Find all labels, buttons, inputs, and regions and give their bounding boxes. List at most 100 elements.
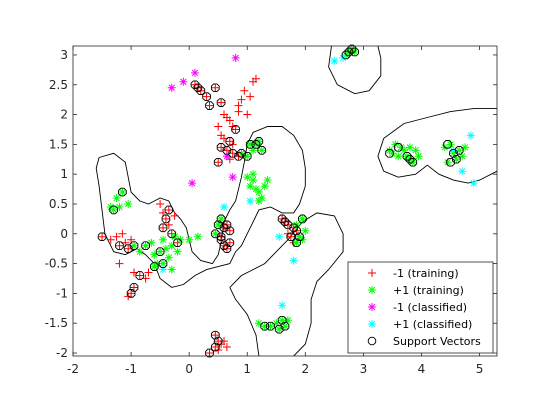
series-0-point-47 [156, 199, 165, 208]
series-1-point-56 [260, 322, 269, 331]
series-2-point-0 [167, 83, 176, 92]
series-0-point-31 [98, 232, 107, 241]
series-4-point-29 [216, 143, 226, 152]
series-1-point-2 [118, 188, 127, 197]
series-3-point-3 [278, 301, 287, 310]
series-3-point-6 [330, 56, 339, 65]
axes-box [72, 45, 498, 357]
decision-boundary-curve-4 [377, 108, 497, 184]
y-tick-label-10: 3 [60, 48, 68, 62]
series-3-point-4 [275, 232, 284, 241]
series-4-point-8 [129, 241, 139, 251]
series-1-point-5 [109, 205, 118, 214]
series-4-point-5 [135, 271, 145, 280]
series-4-point-26 [228, 148, 238, 158]
series-1-point-68 [405, 143, 414, 152]
series-1-point-29 [243, 152, 252, 161]
series-0-point-51 [159, 223, 168, 232]
series-2-point-3 [231, 53, 240, 62]
y-tick-label-2: -1 [56, 286, 68, 300]
y-tick-label-4: 0 [60, 227, 68, 241]
legend-marker-3 [368, 320, 376, 328]
series-4-point-9 [141, 241, 150, 251]
series-0-point-27 [237, 95, 246, 104]
series-3-point-11 [449, 146, 458, 155]
series-1-point-46 [295, 232, 304, 241]
series-3-point-8 [466, 131, 475, 140]
series-0-point-34 [115, 241, 124, 250]
series-4-point-34 [251, 140, 261, 149]
series-1-point-10 [150, 250, 159, 259]
series-1-point-67 [394, 152, 403, 161]
series-1-point-24 [193, 232, 202, 241]
series-4-point-4 [129, 283, 139, 292]
series-1-point-19 [161, 244, 170, 253]
series-4-point-24 [216, 98, 226, 107]
series-1-point-58 [254, 319, 263, 328]
series-1-point-55 [283, 316, 292, 325]
series-4-point-30 [231, 125, 240, 134]
series-4 [97, 44, 464, 358]
series-3-point-2 [246, 197, 255, 205]
series-4-point-39 [219, 223, 229, 233]
series-0-point-59 [225, 226, 234, 235]
series-4-point-21 [202, 92, 211, 102]
series-1-point-7 [135, 247, 144, 256]
series-0-point-77 [222, 343, 231, 352]
series-2-point-1 [179, 77, 188, 86]
series-4-point-70 [341, 50, 351, 60]
series-4-point-51 [283, 220, 293, 230]
series-4-point-35 [257, 145, 267, 155]
series-0-point-43 [144, 268, 153, 277]
series-0-point-9 [225, 116, 234, 125]
series-0-point-37 [127, 235, 136, 244]
series-4-point-80 [446, 157, 455, 167]
series-0-point-30 [234, 101, 243, 110]
series-4-point-65 [210, 342, 220, 352]
y-tick-label-6: 1 [60, 167, 68, 181]
series-1-point-6 [129, 241, 138, 250]
series-4-point-66 [205, 348, 214, 358]
series-4-point-50 [280, 217, 290, 227]
series-1-point-75 [455, 146, 464, 155]
series-2 [167, 53, 240, 188]
series-1-point-44 [254, 197, 263, 205]
series-4-point-68 [347, 44, 357, 54]
series-4-point-46 [210, 229, 220, 239]
series-0-point-4 [205, 101, 214, 110]
series-0-point-49 [161, 214, 170, 223]
series-4-point-38 [216, 232, 226, 242]
series-3-point-5 [289, 256, 298, 265]
series-0-point-24 [246, 92, 255, 101]
x-tick-label-4: 2 [302, 362, 310, 376]
y-tick-label-1: -1.5 [45, 316, 68, 330]
series-1-point-39 [257, 194, 266, 203]
series-4-point-53 [289, 223, 299, 233]
series-4-point-79 [454, 145, 464, 155]
series-0-point-33 [112, 232, 121, 241]
series-1-point-35 [243, 173, 252, 182]
series-4-point-27 [234, 151, 243, 161]
series-4-point-22 [205, 101, 214, 110]
series-1-point-69 [414, 152, 423, 161]
series-1-point-76 [458, 152, 467, 161]
series-4-point-41 [225, 226, 235, 236]
y-tick-label-9: 2.5 [49, 78, 68, 92]
legend-marker-4 [367, 336, 377, 346]
series-4-point-25 [222, 145, 232, 155]
series-0-point-54 [170, 211, 179, 220]
series-4-point-37 [242, 151, 252, 161]
series-4-point-44 [225, 238, 235, 248]
series-0-point-38 [124, 244, 133, 253]
series-4-point-19 [193, 83, 203, 93]
series-1-point-41 [263, 176, 272, 185]
series-1-point-27 [217, 214, 226, 223]
series-4-point-31 [225, 137, 235, 146]
series-1-point-31 [249, 146, 258, 155]
series-1-point-78 [443, 158, 452, 167]
series-1-point-70 [385, 146, 394, 155]
series-2-point-5 [188, 179, 197, 188]
series-3-point-9 [469, 179, 478, 188]
series-1-point-18 [150, 262, 159, 271]
series-1-point-77 [461, 143, 470, 152]
